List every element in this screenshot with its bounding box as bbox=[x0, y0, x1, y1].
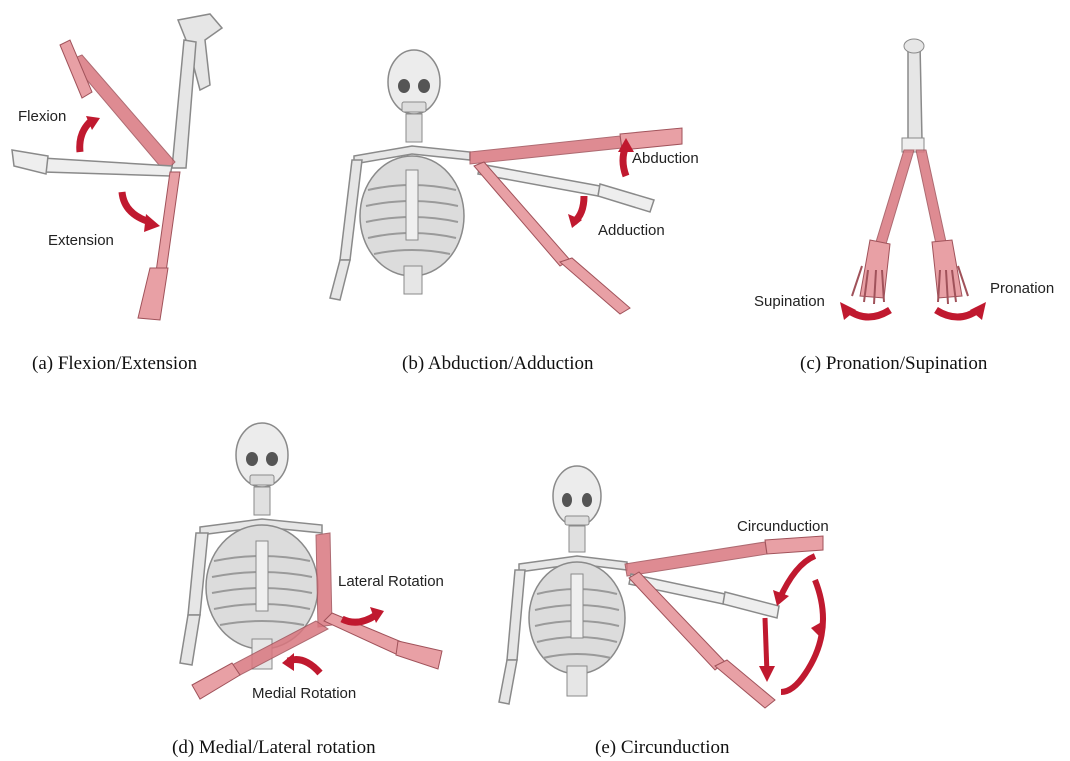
caption-b: (b) Abduction/Adduction bbox=[402, 353, 594, 375]
caption-e: (e) Circunduction bbox=[595, 737, 730, 759]
flexion-label: Flexion bbox=[18, 108, 66, 125]
flexed-forearm-shape bbox=[70, 55, 175, 172]
panel-circunduction: Circunduction bbox=[495, 460, 865, 720]
caption-c: (c) Pronation/Supination bbox=[800, 353, 987, 375]
lateral-rotation-label: Lateral Rotation bbox=[338, 573, 444, 590]
extension-label: Extension bbox=[48, 232, 114, 249]
horizontal-hand-shape bbox=[12, 150, 48, 174]
abduction-adduction-illustration bbox=[320, 30, 720, 330]
raised-arm-shape bbox=[625, 542, 767, 576]
panel-flexion-extension: Flexion Extension bbox=[0, 0, 240, 340]
supinated-forearm-shape bbox=[876, 150, 914, 244]
flexion-extension-illustration bbox=[0, 0, 240, 340]
extended-hand-shape bbox=[138, 268, 168, 320]
medial-rotation-label: Medial Rotation bbox=[252, 685, 356, 702]
caption-a: (a) Flexion/Extension bbox=[32, 353, 197, 375]
humerus-shape bbox=[908, 44, 922, 142]
lateral-rotation-arrow-icon bbox=[342, 615, 376, 622]
circunduction-upper-arrow-icon bbox=[779, 556, 815, 600]
humerus-shape bbox=[172, 40, 196, 168]
circunduction-label: Circunduction bbox=[737, 518, 829, 535]
circunduction-illustration bbox=[495, 460, 865, 720]
panel-pronation-supination: Supination Pronation bbox=[740, 30, 1070, 330]
caption-d: (d) Medial/Lateral rotation bbox=[172, 737, 376, 759]
pronation-label: Pronation bbox=[990, 280, 1054, 297]
panel-medial-lateral-rotation: Lateral Rotation Medial Rotation bbox=[170, 415, 470, 715]
medial-lateral-rotation-illustration bbox=[170, 415, 470, 715]
extended-forearm-shape bbox=[156, 172, 180, 272]
horizontal-forearm-shape bbox=[42, 158, 172, 176]
supination-label: Supination bbox=[754, 293, 825, 310]
abduction-label: Abduction bbox=[632, 150, 699, 167]
upper-arm-shape bbox=[316, 533, 332, 627]
panel-abduction-adduction: Abduction Adduction bbox=[320, 30, 720, 330]
adduction-label: Adduction bbox=[598, 222, 665, 239]
abducted-arm-shape bbox=[470, 136, 622, 164]
pronated-forearm-shape bbox=[916, 150, 946, 244]
